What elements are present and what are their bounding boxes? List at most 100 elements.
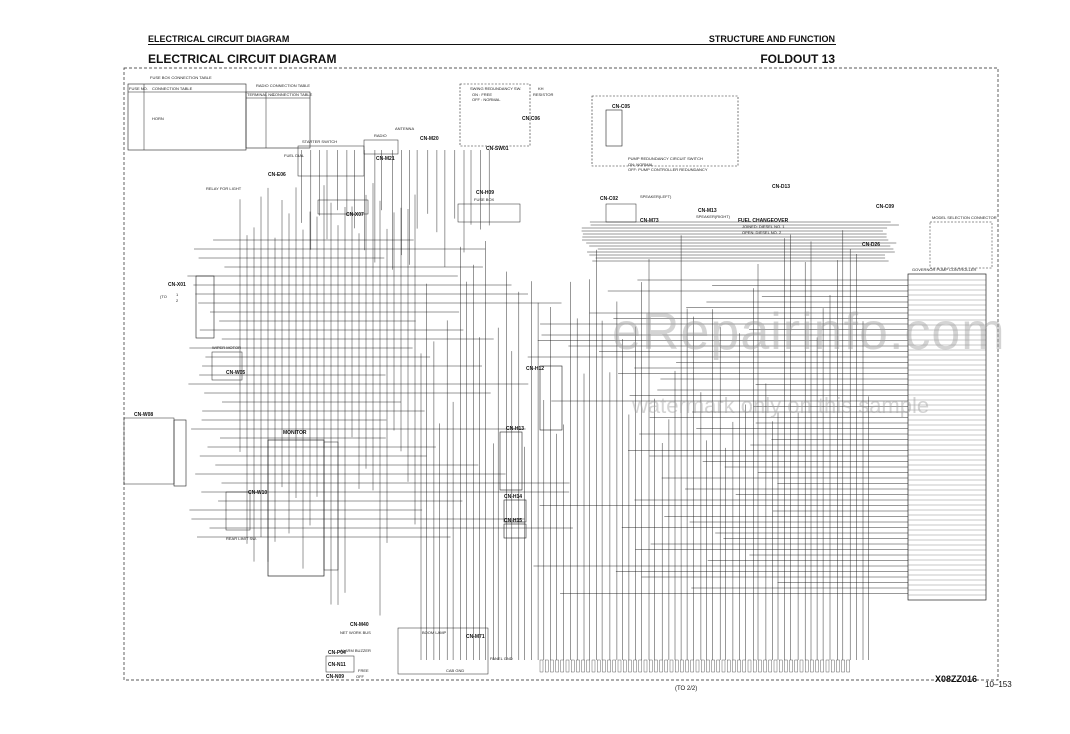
connector-label-cn-m13: CN-M13 [698,208,717,214]
bottom-terminal [669,659,674,673]
radio-label: RADIO [374,133,387,138]
boom-lamp-box [397,627,489,675]
header-right: STRUCTURE AND FUNCTION [708,34,835,44]
to-page-left-num2: 2 [176,298,179,303]
governor-label: GOVERNOR PUMP CONTROLLER [912,267,976,272]
fuse-box-label: FUSE BOX [474,197,495,202]
rear-limit-box [225,491,251,531]
page-number: 10–153 [985,680,1012,689]
to-page-bottom-text: (TO [675,686,686,692]
cab-gnd-label: CAB GND [446,668,464,673]
bottom-terminal [576,659,580,673]
bottom-terminal [706,659,710,673]
governor-pin-rows [908,279,986,596]
bottom-terminal [721,659,726,673]
starter-switch-label: STARTER SWITCH [302,139,337,144]
starter-switch-box [297,145,365,177]
foldout-label: FOLDOUT 13 [760,52,835,66]
connector-label-cn-h15: CN-H15 [504,518,522,524]
bottom-terminal [545,659,549,673]
bottom-terminal [560,659,564,673]
to-page-bottom: (TO 2/2) [675,686,698,692]
monitor-label: MONITOR [283,430,307,436]
bottom-terminal [555,659,559,673]
bottom-terminal [664,659,668,673]
connector-labels: CN-M20CN-C06CN-SW01CN-C05CN-E06CN-M21CN-… [134,104,894,680]
diagram-border [123,67,999,681]
h14-connector [503,499,527,523]
bottom-terminal [633,659,637,673]
to-page-bottom-num2: 2 [691,686,696,692]
bottom-terminal [784,659,788,673]
drawing-code: X08ZZ016 [935,674,978,684]
header-rule [148,44,836,45]
bottom-terminal [742,659,746,673]
fuse-table-horn: HORN [152,116,164,121]
bottom-terminal [831,659,835,673]
bottom-terminal [815,659,819,673]
bottom-terminal [716,659,720,673]
fuse-table-col1: FUSE NO. [129,86,148,91]
kh-label: KH [538,86,544,91]
connector-label-cn-w10: CN-W10 [248,490,267,496]
h15-connector [503,523,527,539]
bottom-terminal [675,659,679,673]
panel-gnd-label: PANEL GND [490,656,513,661]
bottom-terminal [799,659,804,673]
speaker-left-label: SPEAKER(LEFT) [640,194,672,199]
connector-label-cn-d26: CN-D26 [862,242,880,248]
bottom-terminal [638,659,642,673]
connector-label-cn-c02: CN-C02 [600,196,618,202]
connector-label-cn-x07: CN-X07 [346,212,364,218]
connector-label-cn-h12: CN-H12 [526,366,544,372]
bottom-terminal [836,659,840,673]
bottom-terminal [680,659,684,673]
connector-label-cn-x01: CN-X01 [168,282,186,288]
bottom-terminal [789,659,793,673]
watermark-sub: watermark only on this sample [632,393,930,418]
radio-table-col1: TERMINAL NO. [247,92,275,97]
bottom-terminal [737,659,741,673]
connector-label-cn-h09: CN-H09 [476,190,494,196]
x07-left-connector [317,199,369,215]
connector-label-cn-c09: CN-C09 [876,204,894,210]
connector-label-cn-e06: CN-E06 [268,172,286,178]
c05-connector [605,109,623,147]
bottom-terminal [607,659,611,673]
connector-label-cn-m71: CN-M71 [466,634,485,640]
free-label: FREE [358,668,369,673]
bottom-terminal-row [539,659,850,673]
connector-label-cn-sw01: CN-SW01 [486,146,509,152]
connector-label-cn-c05: CN-C05 [612,104,630,110]
connector-label-cn-w05: CN-W05 [226,370,245,376]
swing-redundancy-box [459,83,531,147]
model-selection-label: MODEL SELECTION CONNECTOR [932,215,997,220]
joined-label: JOINED: DIESEL NO. 1 [742,224,785,229]
bottom-terminal [571,659,575,673]
bottom-terminal [649,659,653,673]
radio-table-title: RADIO CONNECTION TABLE [256,83,310,88]
bottom-terminal [597,659,601,673]
bottom-terminal [825,659,830,673]
x07-connector [605,203,637,223]
bottom-terminal [659,659,663,673]
bottom-terminal [695,659,700,673]
bottom-terminal [763,659,767,673]
bottom-terminal [612,659,616,673]
alarm-buzzer-box [325,655,355,673]
connector-label-cn-n11: CN-N11 [328,662,346,668]
bottom-terminal [623,659,627,673]
swing-redundancy-label: SWING REDUNDANCY SW. [470,86,521,91]
on-free-label: ON : FREE [472,92,492,97]
bottom-terminal [768,659,772,673]
bottom-terminal [846,659,850,673]
off-normal-label: OFF : NORMAL [472,97,501,102]
bottom-terminal [758,659,762,673]
bottom-terminal [690,659,694,673]
radio-table-col2: CONNECTION TABLE [272,92,313,97]
w08-connector-box [173,419,187,487]
bottom-terminal [654,659,658,673]
rear-limit-label: REAR LIMIT SW. [226,536,257,541]
bottom-terminal [747,659,752,673]
